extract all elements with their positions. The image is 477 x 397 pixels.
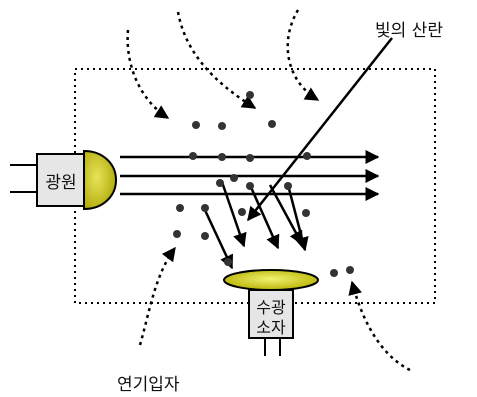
smoke-particle (216, 179, 224, 187)
light-source-lens (83, 149, 118, 211)
smoke-flow-arrow-5 (348, 280, 411, 372)
smoke-particle (192, 121, 200, 129)
chamber-boundary (74, 68, 436, 304)
light-source-housing (36, 153, 85, 207)
smoke-particle (246, 91, 254, 99)
smoke-particle (176, 204, 184, 212)
smoke-particle (302, 209, 310, 217)
smoke-flow-arrow-1 (126, 29, 170, 120)
scattered-arrow-3 (248, 184, 280, 250)
smoke-flow-arrows (126, 9, 411, 372)
smoke-particle (230, 174, 238, 182)
smoke-particles-label: 연기입자 (117, 375, 180, 395)
smoke-flow-arrow-3 (286, 9, 320, 102)
smoke-particle (218, 122, 226, 130)
photo-receiver-housing (248, 289, 294, 339)
smoke-particles (173, 91, 354, 277)
photo-receiver-label-line1: 수광 (256, 298, 286, 317)
smoke-particle (284, 182, 292, 190)
smoke-particle (330, 269, 338, 277)
smoke-particle (246, 182, 254, 190)
scattering-label: 빛의 산란 (375, 21, 443, 41)
scattering-pointer-line (247, 37, 393, 222)
smoke-flow-arrow-4 (138, 246, 177, 346)
smoke-particle (238, 208, 246, 216)
smoke-particle (303, 152, 311, 160)
scattered-arrow-4 (268, 184, 304, 246)
smoke-particle (224, 258, 232, 266)
scattered-arrow-2 (220, 181, 247, 248)
scattered-arrow-5 (286, 184, 309, 252)
scattered-light-arrows (202, 181, 309, 270)
light-source: 광원 (10, 149, 118, 211)
scattered-arrow-1 (202, 207, 234, 270)
smoke-particle (268, 120, 276, 128)
photo-receiver-lens (223, 269, 319, 291)
smoke-particle (346, 266, 354, 274)
light-source-label: 광원 (45, 173, 76, 193)
photo-receiver-label-line2: 소자 (256, 318, 286, 337)
smoke-particle (201, 232, 209, 240)
smoke-particle (218, 153, 226, 161)
smoke-flow-arrow-2 (176, 11, 257, 110)
smoke-particle (246, 154, 254, 162)
photo-receiver: 수광 소자 (223, 269, 319, 356)
smoke-particle (201, 204, 209, 212)
smoke-particle (173, 230, 181, 238)
smoke-particle (189, 152, 197, 160)
